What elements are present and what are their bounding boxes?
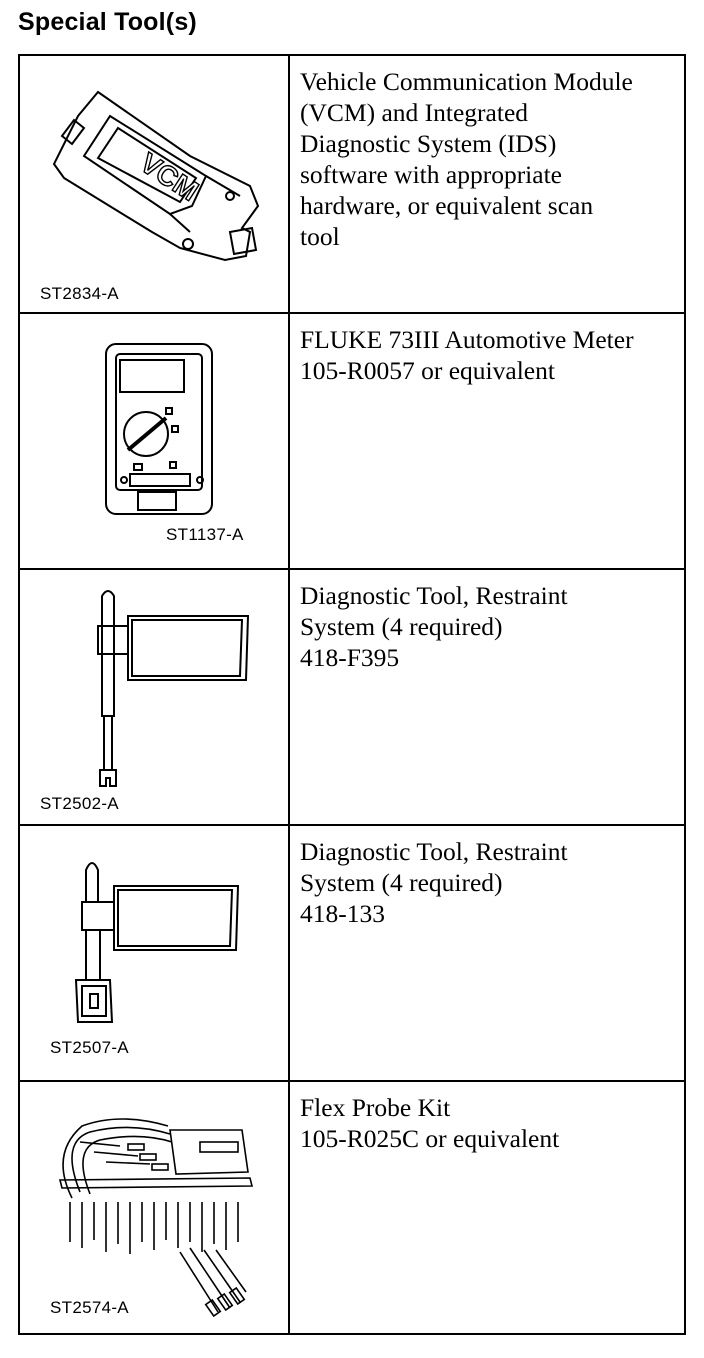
special-tools-table: VCM ST2834-A Vehicle Communication Modul… [18, 54, 686, 1335]
desc-line: Diagnostic System (IDS) [300, 129, 557, 158]
tool-illustration-cell: ST2502-A [20, 570, 290, 824]
desc-line: 418-133 [300, 899, 385, 928]
tool-row-vcm: VCM ST2834-A Vehicle Communication Modul… [20, 56, 684, 314]
vcm-illustration: VCM [52, 90, 260, 262]
desc-line: Vehicle Communication Module [300, 67, 633, 96]
tool-row-restraint-133: ST2507-A Diagnostic Tool, Restraint Syst… [20, 826, 684, 1082]
restraint-tool-illustration [74, 862, 240, 1023]
tool-description: FLUKE 73III Automotive Meter 105-R0057 o… [300, 324, 676, 386]
tool-row-meter: ST1137-A FLUKE 73III Automotive Meter 10… [20, 314, 684, 570]
desc-line: software with appropriate [300, 160, 562, 189]
desc-line: (VCM) and Integrated [300, 98, 529, 127]
tool-row-flex-probe: ST2574-A Flex Probe Kit 105-R025C or equ… [20, 1082, 684, 1333]
desc-line: Flex Probe Kit [300, 1093, 451, 1122]
desc-line: 105-R025C or equivalent [300, 1124, 560, 1153]
desc-line: hardware, or equivalent scan [300, 191, 594, 220]
tool-code: ST2502-A [40, 794, 119, 813]
desc-line: FLUKE 73III Automotive Meter [300, 325, 634, 354]
tool-code: ST2507-A [50, 1038, 129, 1057]
tool-description: Diagnostic Tool, Restraint System (4 req… [300, 580, 676, 673]
tool-description: Flex Probe Kit 105-R025C or equivalent [300, 1092, 676, 1154]
tool-code: ST2574-A [50, 1298, 129, 1317]
flex-probe-kit-illustration [58, 1118, 254, 1318]
tool-code: ST2834-A [40, 284, 119, 303]
multimeter-illustration [105, 343, 213, 515]
restraint-tool-illustration [97, 590, 250, 787]
tool-illustration-cell: VCM ST2834-A [20, 56, 290, 312]
tool-description: Vehicle Communication Module (VCM) and I… [300, 66, 676, 252]
desc-line: tool [300, 222, 340, 251]
desc-line: Diagnostic Tool, Restraint [300, 581, 568, 610]
tool-description: Diagnostic Tool, Restraint System (4 req… [300, 836, 676, 929]
desc-line: System (4 required) [300, 612, 503, 641]
desc-line: 105-R0057 or equivalent [300, 356, 555, 385]
tool-illustration-cell: ST2574-A [20, 1082, 290, 1333]
tool-code: ST1137-A [166, 525, 244, 544]
tool-illustration-cell: ST2507-A [20, 826, 290, 1080]
desc-line: Diagnostic Tool, Restraint [300, 837, 568, 866]
tool-row-restraint-f395: ST2502-A Diagnostic Tool, Restraint Syst… [20, 570, 684, 826]
tool-illustration-cell: ST1137-A [20, 314, 290, 568]
desc-line: 418-F395 [300, 643, 400, 672]
page-title: Special Tool(s) [18, 8, 197, 36]
desc-line: System (4 required) [300, 868, 503, 897]
